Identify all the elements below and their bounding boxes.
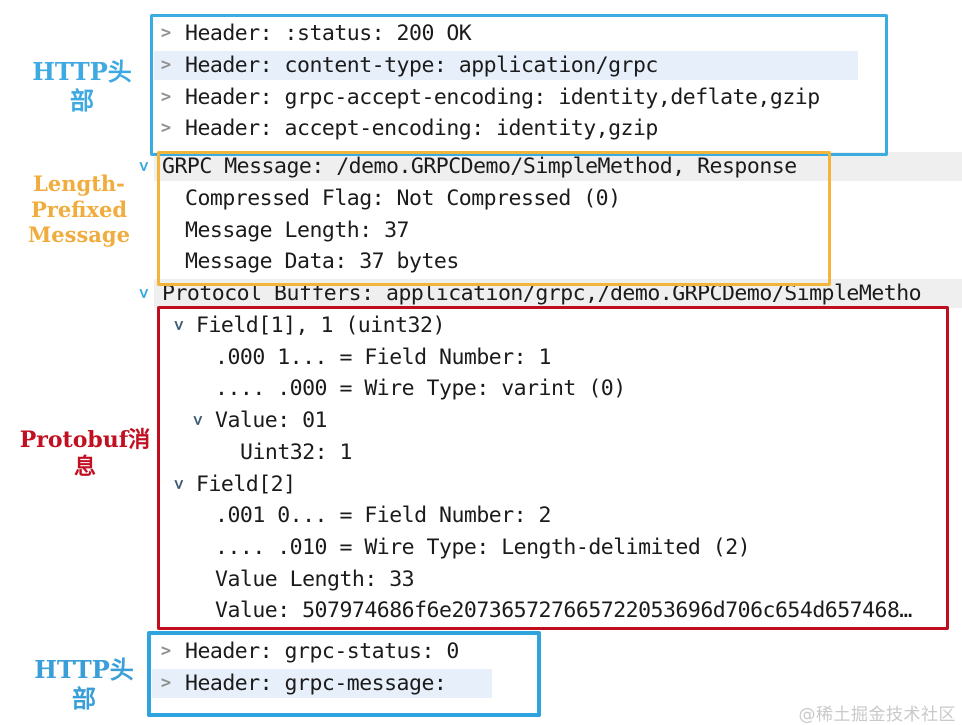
tree-row[interactable]: > Field[2] bbox=[0, 469, 962, 500]
tree-row[interactable]: > Header: grpc-status: 0 bbox=[0, 636, 962, 667]
tree-row-text: Header: grpc-accept-encoding: identity,d… bbox=[185, 85, 820, 110]
protobuf-message-label: Protobuf消息 bbox=[10, 427, 160, 481]
tree-row[interactable]: > Header: accept-encoding: identity,gzip bbox=[0, 113, 962, 144]
tree-row-text: .... .010 = Wire Type: Length-delimited … bbox=[215, 535, 751, 560]
expand-chevron-icon[interactable]: > bbox=[133, 288, 154, 299]
tree-row[interactable]: > Value: 01 bbox=[0, 405, 962, 436]
collapse-chevron-icon[interactable]: > bbox=[160, 118, 172, 138]
tree-row-text: Header: grpc-status: 0 bbox=[185, 639, 459, 664]
tree-row[interactable]: Message Length: 37 bbox=[0, 215, 962, 246]
collapse-chevron-icon[interactable]: > bbox=[160, 23, 172, 43]
tree-row-text: Value Length: 33 bbox=[215, 567, 415, 592]
annotation-line: Prefixed bbox=[30, 196, 128, 222]
tree-row[interactable]: Message Data: 37 bytes bbox=[0, 246, 962, 277]
expand-chevron-icon[interactable]: > bbox=[168, 320, 189, 331]
tree-row[interactable]: .000 1... = Field Number: 1 bbox=[0, 342, 962, 373]
tree-row-text: Message Length: 37 bbox=[185, 218, 410, 243]
tree-row-text: Field[1], 1 (uint32) bbox=[196, 313, 445, 338]
collapse-chevron-icon[interactable]: > bbox=[160, 641, 172, 661]
tree-row-text: Value: 507974686f6e207365727665722053696… bbox=[215, 598, 912, 623]
tree-row-text: Header: :status: 200 OK bbox=[185, 21, 472, 46]
annotation-line: Length- bbox=[33, 171, 125, 196]
tree-row[interactable]: Uint32: 1 bbox=[0, 437, 962, 468]
tree-row-text: Header: accept-encoding: identity,gzip bbox=[185, 116, 658, 141]
tree-row[interactable]: .... .010 = Wire Type: Length-delimited … bbox=[0, 532, 962, 563]
annotation-line: HTTP头部 bbox=[32, 57, 132, 116]
annotation-line: Protobuf消息 bbox=[19, 427, 151, 480]
collapse-chevron-icon[interactable]: > bbox=[160, 55, 172, 75]
row-highlight bbox=[154, 152, 962, 181]
tree-row-text: Value: 01 bbox=[215, 408, 328, 433]
tree-row-text: .001 0... = Field Number: 2 bbox=[215, 503, 552, 528]
tree-row-text: .... .000 = Wire Type: varint (0) bbox=[215, 376, 626, 401]
tree-row-text: Header: content-type: application/grpc bbox=[185, 53, 658, 78]
expand-chevron-icon[interactable]: > bbox=[187, 415, 208, 426]
tree-row-text: Protocol Buffers: application/grpc,/demo… bbox=[162, 281, 922, 306]
tree-row[interactable]: Value: 507974686f6e207365727665722053696… bbox=[0, 595, 962, 626]
tree-row[interactable]: > GRPC Message: /demo.GRPCDemo/SimpleMeth… bbox=[0, 151, 962, 182]
tree-row[interactable]: .001 0... = Field Number: 2 bbox=[0, 500, 962, 531]
tree-row-text: Message Data: 37 bytes bbox=[185, 249, 459, 274]
watermark: @稀土掘金技术社区 bbox=[798, 705, 956, 725]
tree-row[interactable]: > Header: grpc-accept-encoding: identity,… bbox=[0, 82, 962, 113]
tree-row[interactable]: > Header: :status: 200 OK bbox=[0, 18, 962, 49]
annotation-line: HTTP头部 bbox=[34, 655, 134, 714]
row-highlight bbox=[152, 669, 492, 698]
tree-row-text: Header: grpc-message: bbox=[185, 671, 447, 696]
tree-row[interactable]: > Field[1], 1 (uint32) bbox=[0, 310, 962, 341]
tree-row[interactable]: Value Length: 33 bbox=[0, 564, 962, 595]
tree-row[interactable]: Compressed Flag: Not Compressed (0) bbox=[0, 183, 962, 214]
tree-row-text: GRPC Message: /demo.GRPCDemo/SimpleMetho… bbox=[162, 154, 797, 179]
annotation-line: Message bbox=[28, 222, 130, 248]
tree-row-text: Uint32: 1 bbox=[240, 440, 353, 465]
http-header-bottom-label: HTTP头部 bbox=[30, 655, 138, 714]
tree-row-text: Field[2] bbox=[196, 472, 296, 497]
expand-chevron-icon[interactable]: > bbox=[168, 479, 189, 490]
collapse-chevron-icon[interactable]: > bbox=[160, 673, 172, 693]
tree-row-text: .000 1... = Field Number: 1 bbox=[215, 345, 552, 370]
tree-row[interactable]: .... .000 = Wire Type: varint (0) bbox=[0, 373, 962, 404]
collapse-chevron-icon[interactable]: > bbox=[160, 87, 172, 107]
tree-row[interactable]: > Header: grpc-message: bbox=[0, 668, 962, 699]
http-header-top-label: HTTP头部 bbox=[28, 57, 136, 116]
tree-row-text: Compressed Flag: Not Compressed (0) bbox=[185, 186, 621, 211]
tree-row[interactable]: > Header: content-type: application/grpc bbox=[0, 50, 962, 81]
expand-chevron-icon[interactable]: > bbox=[133, 161, 154, 172]
tree-row[interactable]: > Protocol Buffers: application/grpc,/dem… bbox=[0, 278, 962, 309]
row-highlight bbox=[154, 51, 858, 80]
